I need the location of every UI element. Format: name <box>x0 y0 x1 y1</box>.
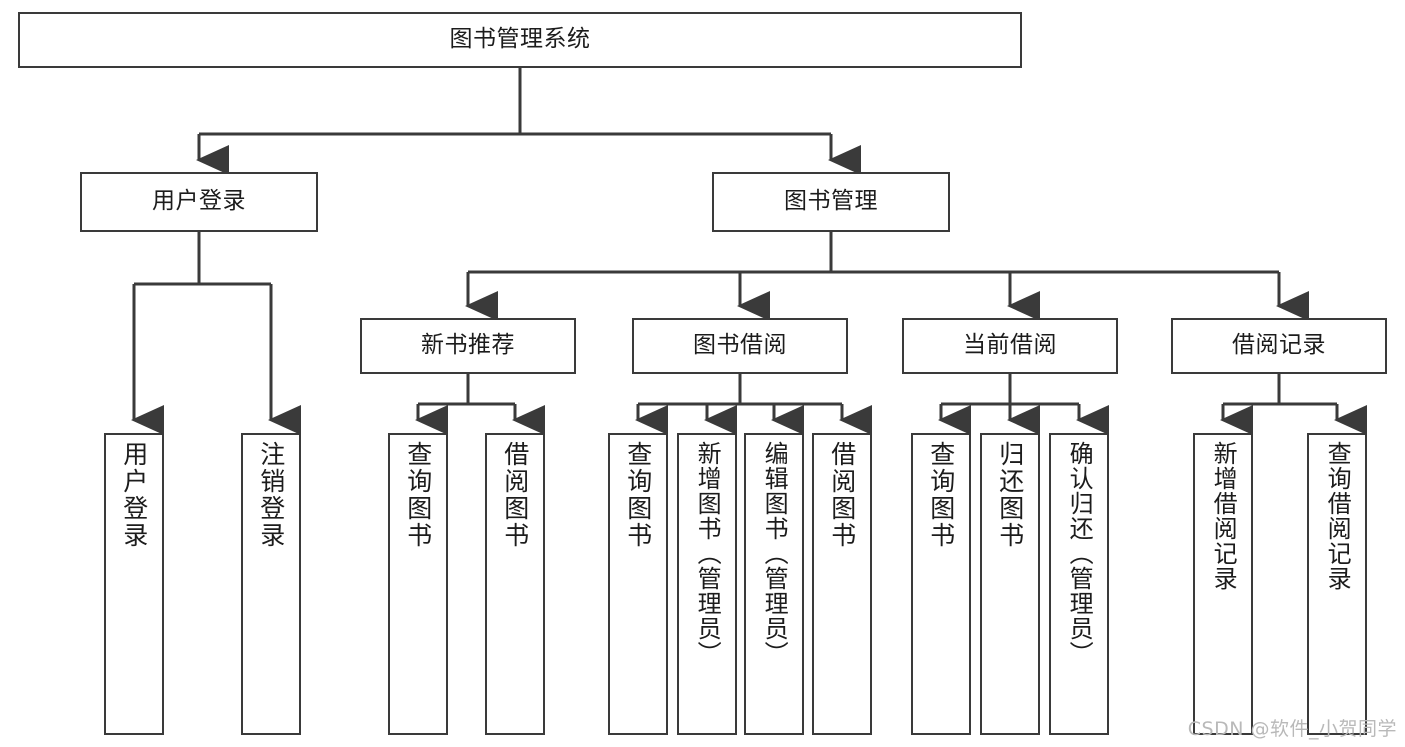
csdn-watermark: CSDN @软件_小贺同学 <box>1187 718 1397 740</box>
node-current-borrow[interactable]: 当前借阅 <box>902 318 1118 374</box>
node-label: 归还图书 <box>995 441 1025 549</box>
node-label: 查询图书 <box>623 441 653 549</box>
node-user-login[interactable]: 用户登录 <box>80 172 318 232</box>
node-label: 新增借阅记录 <box>1209 441 1238 591</box>
leaf-borrow-book-recommend[interactable]: 借阅图书 <box>485 433 545 735</box>
node-label: 注销登录 <box>256 441 286 549</box>
node-label: 图书管理 <box>784 188 878 215</box>
node-book-management[interactable]: 图书管理 <box>712 172 950 232</box>
node-label: 新增图书（管理员） <box>693 441 722 666</box>
leaf-edit-book-admin[interactable]: 编辑图书（管理员） <box>744 433 804 735</box>
node-label: 查询图书 <box>926 441 956 549</box>
node-new-book-recommend[interactable]: 新书推荐 <box>360 318 576 374</box>
node-label: 借阅图书 <box>500 441 530 549</box>
leaf-query-borrow-record[interactable]: 查询借阅记录 <box>1307 433 1367 735</box>
node-label: 查询图书 <box>403 441 433 549</box>
node-label: 编辑图书（管理员） <box>760 441 789 666</box>
leaf-user-login[interactable]: 用户登录 <box>104 433 164 735</box>
node-label: 新书推荐 <box>421 332 515 359</box>
node-label: 确认归还（管理员） <box>1065 441 1094 666</box>
node-borrow-record[interactable]: 借阅记录 <box>1171 318 1387 374</box>
node-label: 当前借阅 <box>963 332 1057 359</box>
leaf-borrow-book[interactable]: 借阅图书 <box>812 433 872 735</box>
node-label: 图书管理系统 <box>449 26 591 53</box>
node-label: 借阅图书 <box>827 441 857 549</box>
node-label: 图书借阅 <box>693 332 787 359</box>
node-root-book-management-system[interactable]: 图书管理系统 <box>18 12 1022 68</box>
leaf-return-book[interactable]: 归还图书 <box>980 433 1040 735</box>
leaf-query-book-recommend[interactable]: 查询图书 <box>388 433 448 735</box>
node-label: 用户登录 <box>119 441 149 549</box>
leaf-confirm-return-admin[interactable]: 确认归还（管理员） <box>1049 433 1109 735</box>
node-label: 查询借阅记录 <box>1323 441 1352 591</box>
leaf-add-borrow-record[interactable]: 新增借阅记录 <box>1193 433 1253 735</box>
leaf-query-book-borrow[interactable]: 查询图书 <box>608 433 668 735</box>
node-label: 借阅记录 <box>1232 332 1326 359</box>
leaf-add-book-admin[interactable]: 新增图书（管理员） <box>677 433 737 735</box>
node-label: 用户登录 <box>152 188 246 215</box>
leaf-query-book-current[interactable]: 查询图书 <box>911 433 971 735</box>
leaf-logout[interactable]: 注销登录 <box>241 433 301 735</box>
node-book-borrow[interactable]: 图书借阅 <box>632 318 848 374</box>
